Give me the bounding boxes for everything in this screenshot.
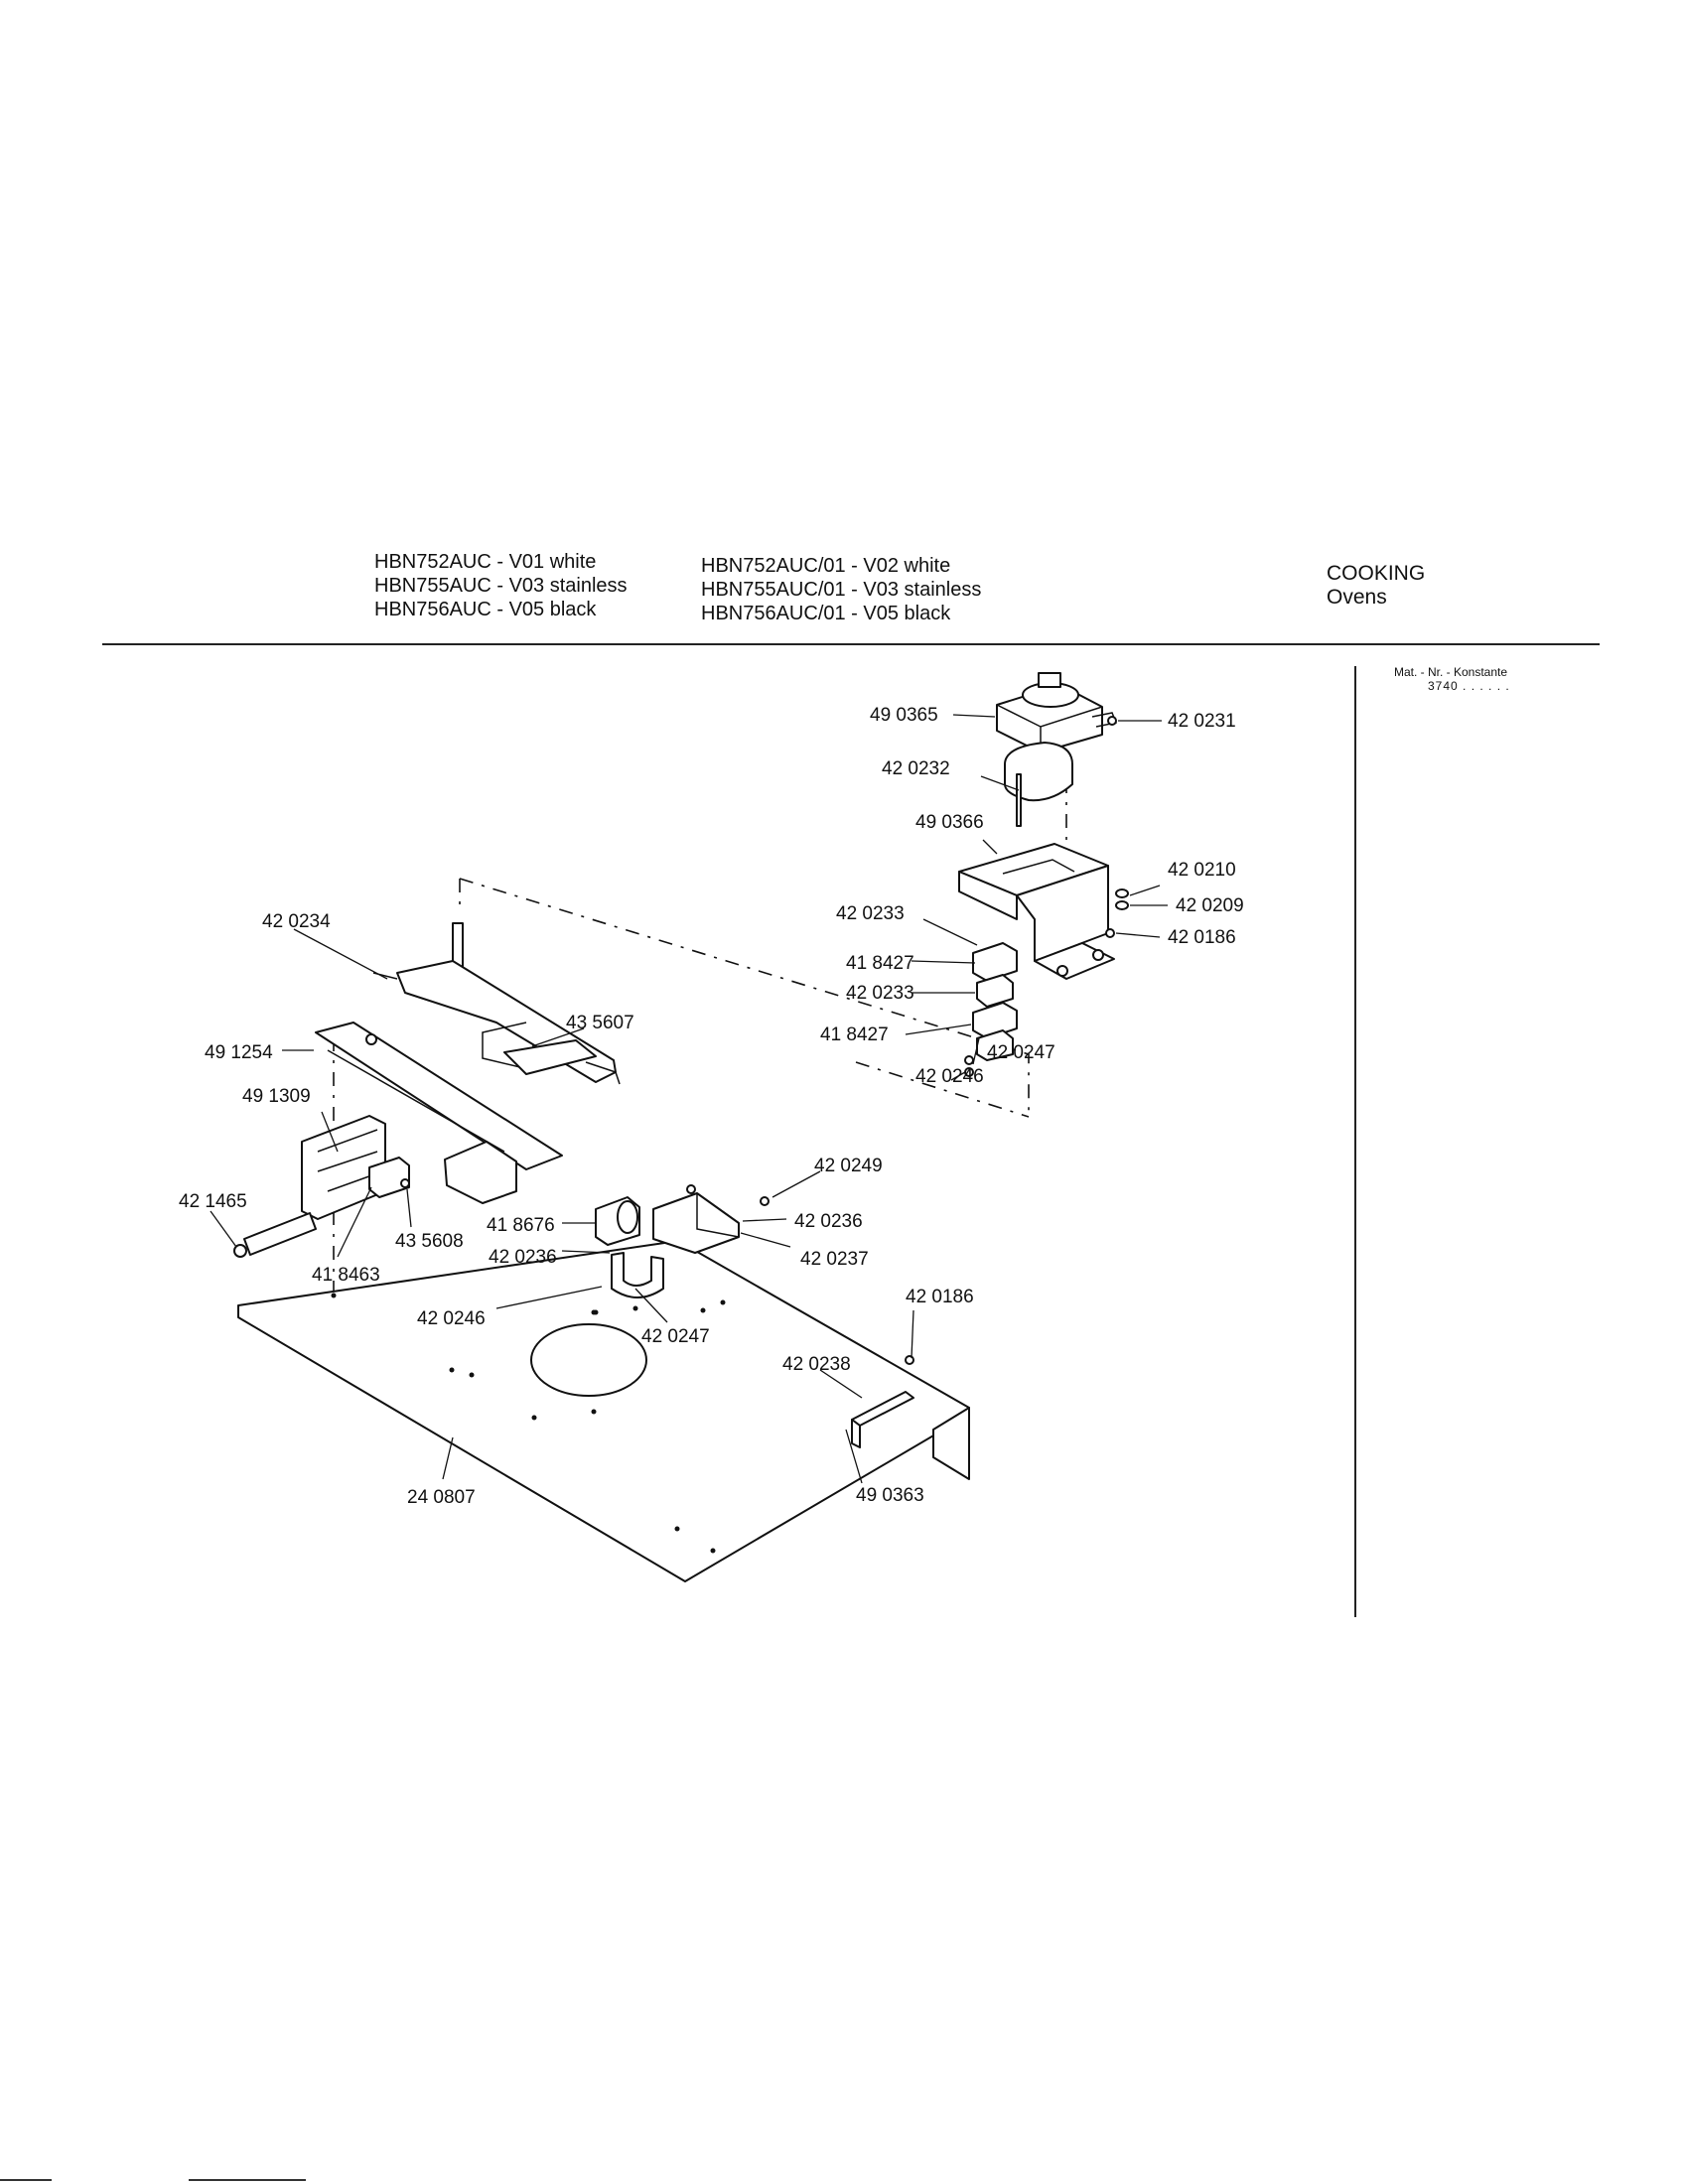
part-number-label: 42 0233 [836, 903, 905, 924]
part-number-label: 42 0233 [846, 983, 914, 1004]
subcategory-title: Ovens [1327, 586, 1387, 609]
category-block: COOKING Ovens [1327, 562, 1425, 610]
assembly-guide-line [459, 878, 1030, 1117]
part-number-label: 49 1309 [242, 1086, 311, 1107]
pin-icon [1016, 773, 1022, 827]
model-list-left: HBN752AUC - V01 white HBN755AUC - V03 st… [374, 550, 628, 621]
thermostat-bracket [652, 1184, 770, 1254]
part-number-label: 41 8427 [820, 1024, 889, 1045]
screw-icon [1107, 716, 1117, 726]
margin-rule [1354, 666, 1356, 1617]
part-number-label: 42 0209 [1176, 895, 1244, 916]
part-number-label: 42 0186 [1168, 927, 1236, 948]
part-number-label: 49 0365 [870, 705, 938, 726]
part-number-label: 41 8676 [487, 1215, 555, 1236]
part-number-label: 42 0247 [987, 1042, 1055, 1063]
model-line: HBN752AUC/01 - V02 white [701, 555, 951, 577]
footer-rule [0, 2179, 52, 2181]
door-lock-assembly [243, 1115, 386, 1256]
part-number-label: 42 0237 [800, 1249, 869, 1270]
clip-bracket [611, 1252, 664, 1298]
part-number-label: 41 8463 [312, 1265, 380, 1286]
part-number-label: 42 0249 [814, 1156, 883, 1176]
micro-switch [964, 942, 1018, 1077]
part-number-label: 42 0234 [262, 911, 331, 932]
part-number-label: 42 0232 [882, 758, 950, 779]
part-number-label: 42 0236 [489, 1247, 557, 1268]
assembly-guide-line [855, 1061, 1030, 1118]
model-line: HBN756AUC - V05 black [374, 599, 597, 620]
part-number-label: 42 0210 [1168, 860, 1236, 881]
part-number-label: 49 0363 [856, 1485, 924, 1506]
timer-unit [996, 672, 1118, 802]
header-rule [102, 643, 1600, 645]
part-number-label: 42 0246 [417, 1308, 486, 1329]
part-number-label: 42 0247 [641, 1326, 710, 1347]
model-list-right: HBN752AUC/01 - V02 white HBN755AUC/01 - … [701, 554, 981, 625]
part-number-label: 42 0231 [1168, 711, 1236, 732]
category-title: COOKING [1327, 562, 1426, 585]
mounting-rail [315, 1022, 563, 1204]
nut-icon [1115, 888, 1129, 910]
part-number-label: 43 5607 [566, 1013, 634, 1033]
part-number-label: 42 0186 [906, 1287, 974, 1307]
footer-rule [189, 2179, 306, 2181]
part-number-label: 49 0366 [915, 812, 984, 833]
part-number-label: 42 0238 [782, 1354, 851, 1375]
material-number-label: Mat. - Nr. - Konstante [1394, 665, 1508, 679]
small-bracket [851, 1355, 914, 1448]
model-line: HBN755AUC/01 - V03 stainless [701, 579, 982, 601]
part-number-label: 49 1254 [205, 1042, 273, 1063]
timer-bracket [958, 843, 1115, 980]
part-number-label: 42 1465 [179, 1191, 247, 1212]
screw-icon [1105, 928, 1115, 938]
rod-icon [233, 1244, 247, 1258]
part-number-label: 24 0807 [407, 1487, 476, 1508]
material-number-value: 3740 . . . . . . [1428, 679, 1510, 693]
leader-lines [210, 714, 1168, 1484]
material-number-block: Mat. - Nr. - Konstante 3740 . . . . . . [1394, 665, 1510, 693]
part-number-label: 43 5608 [395, 1231, 464, 1252]
model-line: HBN752AUC - V01 white [374, 551, 597, 573]
thermostat [595, 1196, 640, 1246]
part-number-label: 42 0236 [794, 1211, 863, 1232]
model-line: HBN756AUC/01 - V05 black [701, 603, 951, 624]
model-line: HBN755AUC - V03 stainless [374, 575, 628, 597]
part-number-label: 42 0246 [915, 1066, 984, 1087]
heating-element [372, 922, 621, 1085]
base-plate [237, 1240, 970, 1582]
part-number-label: 41 8427 [846, 953, 914, 974]
lock-switch [368, 1157, 410, 1198]
